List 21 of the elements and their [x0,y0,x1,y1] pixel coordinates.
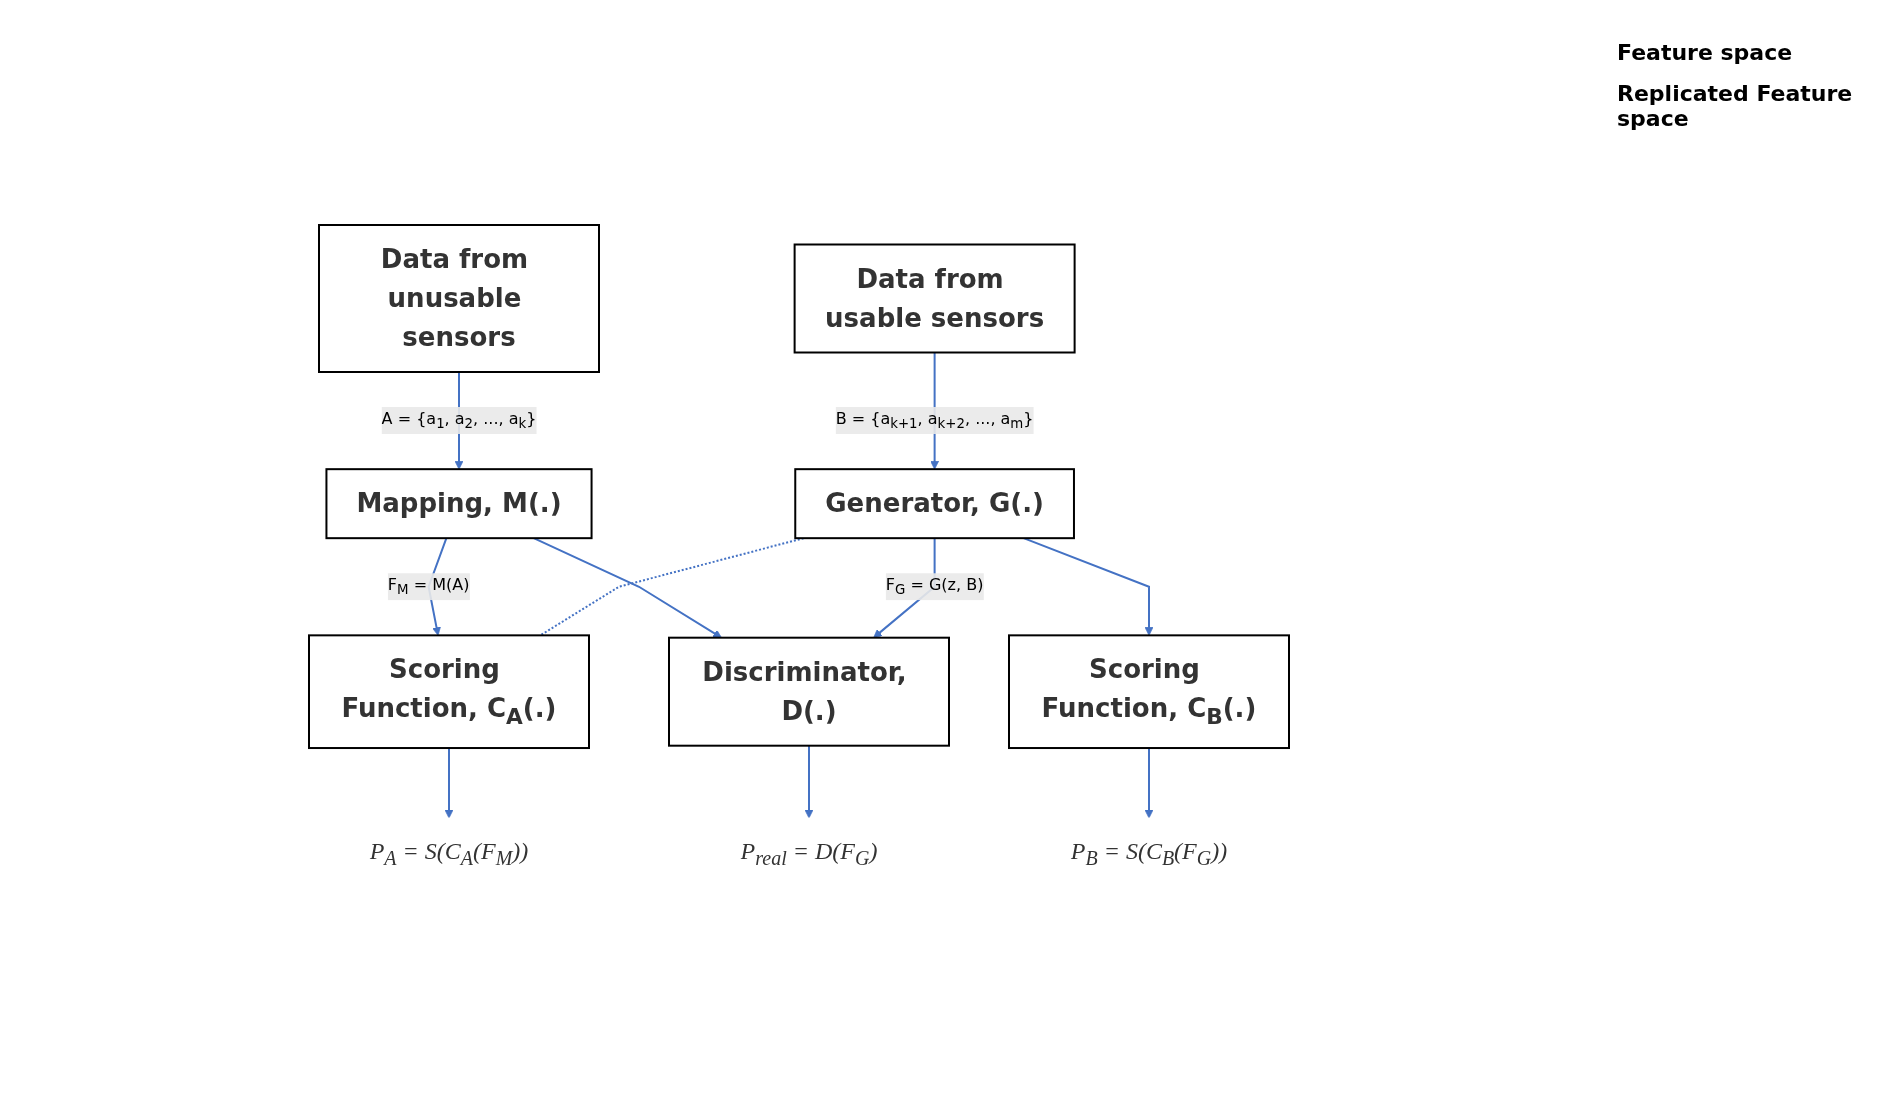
node-box: Mapping, M(.) [324,467,593,539]
edge-label: F$_{G}$ = G(z, B) [885,574,983,597]
arrow [1144,746,1153,818]
edge-label: B = {a$_{k+1}$, a$_{k+2}$, ..., a$_{m}$} [835,408,1034,431]
node-box: Scoring Function, C$_{B}$(.) [1007,633,1290,749]
node-box: Generator, G(.) [793,467,1075,539]
node-box: Scoring Function, C$_{A}$(.) [307,633,590,749]
arrow [444,746,453,818]
edge-label: A = {a$_{1}$, a$_{2}$, ..., a$_{k}$} [381,408,536,431]
node-text: P$_{A}$ = S(C$_{A}$(F$_{M}$)) [369,837,528,869]
node-box: Data from usable sensors [793,243,1076,354]
edge-label: F$_{M}$ = M(A) [387,574,469,597]
arrow [804,744,813,818]
arrow [1022,536,1153,636]
annotation-text: Replicated Feature space [1617,81,1854,131]
node-box: Data from unusable sensors [317,223,600,373]
arrow [532,536,722,638]
node-box: Discriminator, D(.) [667,636,950,747]
annotation-text: Feature space [1617,40,1794,65]
node-text: P$_{B}$ = S(C$_{B}$(F$_{G}$)) [1070,837,1227,869]
node-text: P$_{real}$ = D(F$_{G}$) [740,837,877,869]
